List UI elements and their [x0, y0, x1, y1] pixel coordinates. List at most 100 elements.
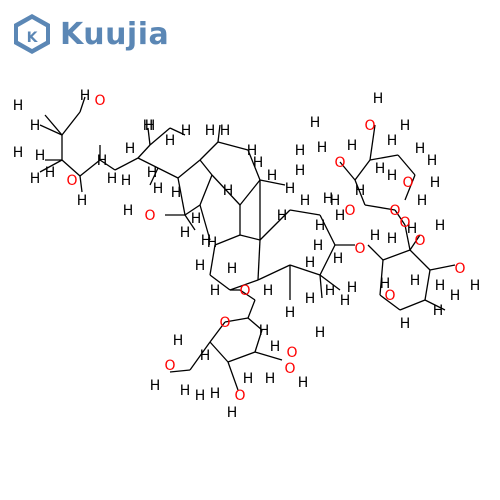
hydrogen-atom-label: H: [210, 283, 221, 299]
hydrogen-atom-label: H: [380, 276, 391, 292]
oxygen-atom-label: O: [234, 388, 245, 404]
hydrogen-atom-label: H: [325, 283, 336, 299]
bond-line: [339, 161, 356, 181]
hydrogen-atom-label: H: [220, 123, 231, 139]
bond-line: [247, 317, 263, 331]
hydrogen-atom-label: H: [150, 378, 161, 394]
hydrogen-atom-label: H: [253, 155, 264, 171]
bond-line: [224, 317, 249, 323]
bond-line: [227, 351, 256, 363]
brand-logo: K Kuujia: [10, 12, 169, 56]
bond-line: [399, 299, 426, 311]
bond-line: [319, 274, 323, 299]
hydrogen-atom-label: H: [227, 261, 238, 277]
hydrogen-atom-label: H: [265, 371, 276, 387]
bond-line: [149, 167, 159, 186]
hydrogen-atom-label: H: [347, 138, 358, 154]
hydrogen-atom-label: H: [435, 278, 446, 294]
bond-line: [177, 177, 186, 216]
hydrogen-atom-label: H: [153, 181, 164, 197]
hydrogen-atom-label: H: [347, 280, 358, 296]
bond-line: [259, 179, 286, 186]
hydrogen-atom-label: H: [335, 208, 346, 224]
hydrogen-atom-label: H: [417, 193, 428, 209]
hydrogen-atom-label: H: [317, 140, 328, 156]
bond-line: [369, 124, 376, 161]
bond-line: [239, 234, 261, 241]
bond-line: [184, 214, 196, 231]
bond-lines: [39, 96, 456, 391]
hydrogen-atom-label: H: [145, 118, 156, 134]
hydrogen-atom-label: H: [181, 123, 192, 139]
bond-line: [157, 167, 179, 179]
bond-line: [79, 175, 83, 193]
bond-line: [189, 341, 211, 371]
bond-line: [382, 249, 411, 261]
bond-line: [61, 111, 81, 136]
hydrogen-atom-label: H: [223, 183, 234, 199]
bond-line: [184, 204, 201, 216]
hydrogen-atom-label: H: [195, 388, 206, 404]
hydrogen-atom-label: H: [263, 283, 274, 299]
bond-line: [147, 127, 151, 146]
oxygen-atom-label: O: [144, 208, 155, 224]
bond-line: [289, 209, 321, 216]
bond-line: [424, 299, 446, 311]
kuujia-logo-icon: K: [14, 14, 50, 54]
hydrogen-atom-label: H: [470, 278, 481, 294]
hydrogen-atom-label: H: [121, 173, 132, 189]
hydrogen-atom-label: H: [277, 208, 288, 224]
bond-line: [319, 244, 336, 276]
bond-line: [254, 329, 263, 353]
hydrogen-atom-label: H: [387, 231, 398, 247]
bond-line: [397, 154, 416, 176]
bond-line: [114, 157, 139, 171]
bond-line: [424, 269, 431, 301]
hydrogen-atom-label: H: [207, 235, 218, 251]
oxygen-atom-label: O: [219, 315, 230, 331]
hydrogen-atom-label: H: [305, 291, 316, 307]
hydrogen-atom-label: H: [315, 218, 326, 234]
hydrogen-atom-label: H: [330, 193, 341, 209]
bond-line: [394, 209, 406, 226]
hydrogen-atom-label: H: [30, 118, 41, 134]
hydrogen-atom-label: H: [165, 133, 176, 149]
oxygen-atom-label: O: [284, 361, 295, 377]
hydrogen-atom-label: H: [323, 191, 334, 207]
hydrogen-atom-label: H: [295, 143, 306, 159]
hydrogen-atom-label: H: [407, 221, 418, 237]
hydrogen-atom-label: H: [373, 91, 384, 107]
bond-line: [289, 264, 321, 276]
hydrogen-atom-label: H: [430, 175, 441, 191]
hydrogen-atom-label: H: [427, 153, 438, 169]
hydrogen-atom-label: H: [387, 168, 398, 184]
bond-line: [209, 244, 216, 276]
bond-line: [169, 369, 191, 373]
hydrogen-atom-label: H: [305, 255, 316, 271]
hydrogen-atom-label: H: [97, 153, 108, 169]
bond-line: [214, 234, 241, 246]
hydrogen-atom-label: H: [180, 225, 191, 241]
hydrogen-atom-label: H: [270, 339, 281, 355]
bond-line: [199, 159, 213, 176]
bond-line: [209, 274, 231, 291]
hydrogen-atom-label: H: [285, 305, 296, 321]
hydrogen-atom-label: H: [45, 165, 56, 181]
bond-line: [209, 321, 226, 343]
bond-line: [319, 274, 341, 291]
bond-line: [239, 179, 261, 206]
hydrogen-atom-label: H: [13, 145, 24, 161]
bond-line: [199, 204, 211, 241]
hydrogen-atom-label: H: [370, 228, 381, 244]
hydrogen-atom-label: H: [310, 115, 321, 131]
hydrogen-atom-label: H: [210, 386, 221, 402]
bond-line: [61, 159, 81, 177]
bond-line: [39, 159, 63, 173]
oxygen-atom-label: O: [399, 215, 410, 231]
bond-line: [79, 96, 86, 113]
hydrogen-atom-label: H: [333, 251, 344, 267]
oxygen-atom-label: O: [364, 118, 375, 134]
oxygen-atom-label: O: [94, 93, 105, 109]
bond-line: [239, 289, 256, 301]
